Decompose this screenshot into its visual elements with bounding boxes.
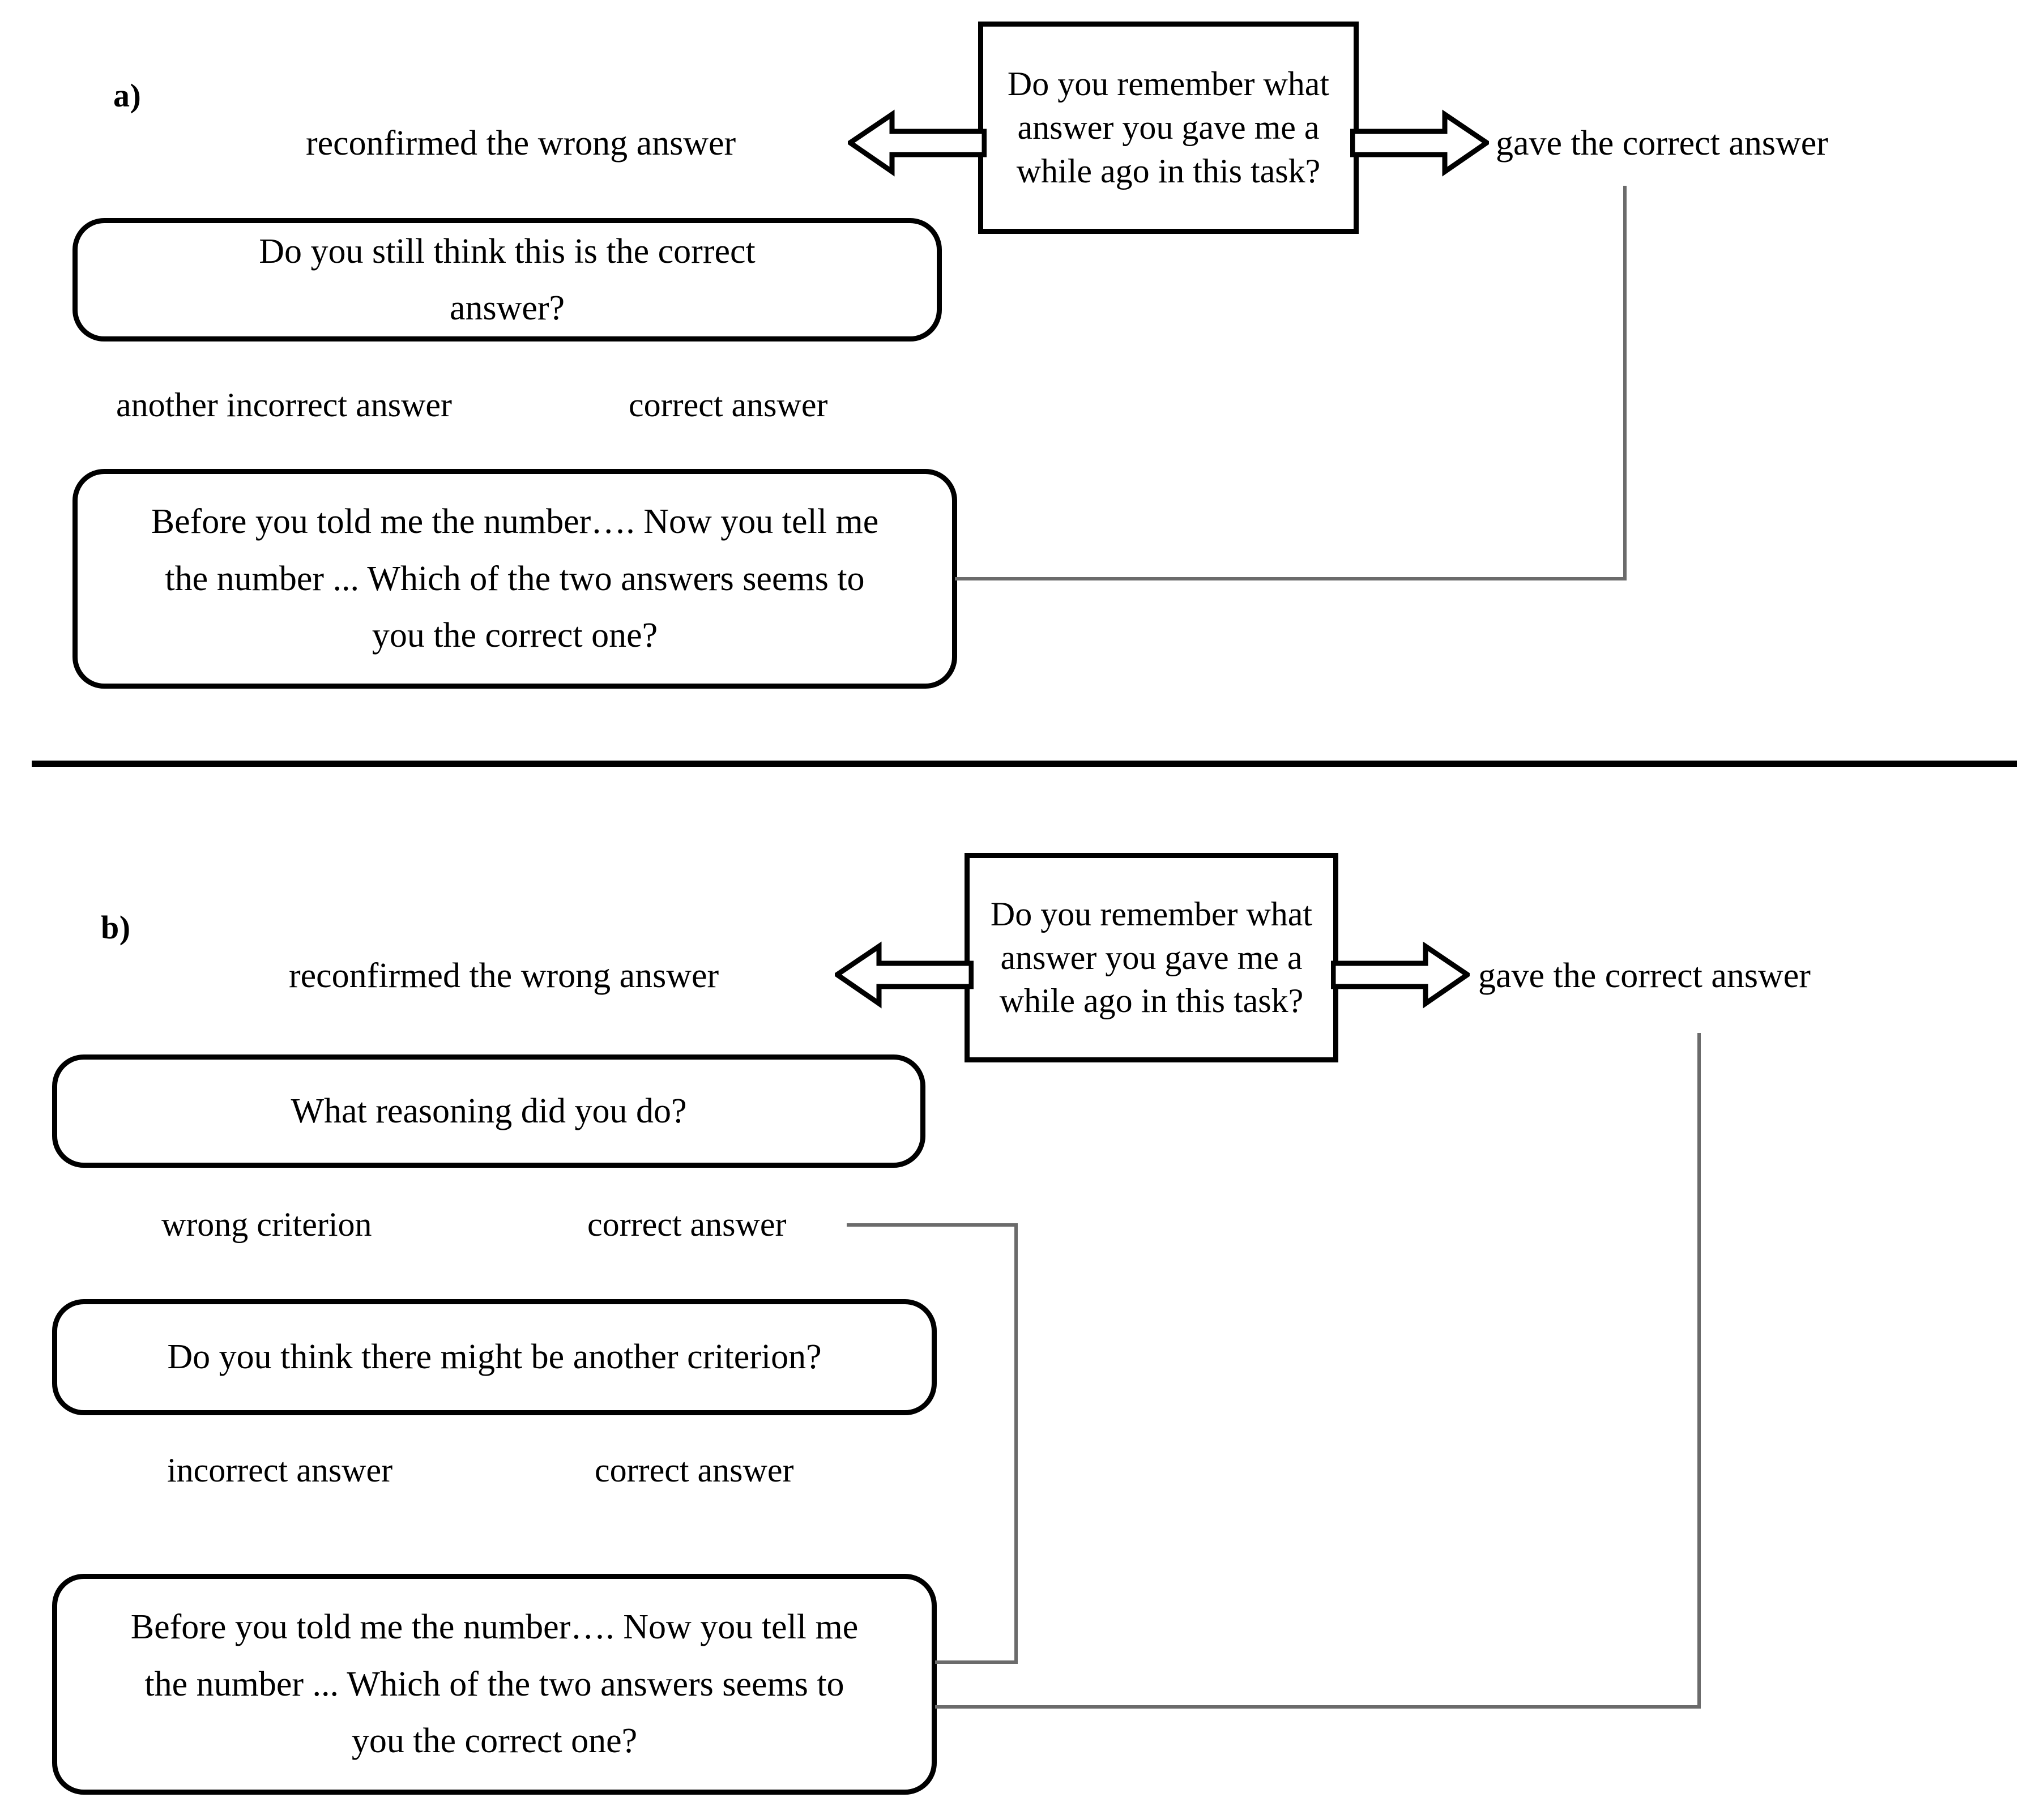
panel-b-branch-label-incorrect: incorrect answer: [167, 1451, 393, 1489]
panel-b-step-2-text: Do you think there might be another crit…: [167, 1338, 822, 1377]
left-block-arrow-icon: [835, 941, 974, 1009]
panel-a-branch-label-incorrect: another incorrect answer: [116, 386, 453, 424]
panel-b-connector-b-vertical: [1697, 1033, 1701, 1708]
panel-b-left-arrow: [835, 940, 974, 1010]
panel-a-connector-vertical: [1623, 186, 1627, 580]
panel-divider: [32, 761, 2017, 767]
panel-b-branch-label-correct-1: correct answer: [587, 1206, 787, 1243]
panel-b-branch-label-correct-2: correct answer: [595, 1451, 794, 1489]
panel-b-left-arrow-label: reconfirmed the wrong answer: [289, 957, 719, 995]
panel-b-connector-a-vertical: [1014, 1223, 1018, 1663]
panel-b-step-1-text: What reasoning did you do?: [291, 1091, 687, 1130]
panel-a-step-2-box: Before you told me the number…. Now you …: [72, 469, 957, 689]
panel-b-branch-label-wrong-criterion: wrong criterion: [161, 1206, 372, 1243]
panel-b-connector-a-horizontal-bottom: [935, 1660, 1018, 1664]
panel-a-prompt-box: Do you remember what answer you gave me …: [978, 22, 1359, 234]
panel-b-connector-b-horizontal: [935, 1705, 1701, 1709]
panel-b-step-2-box: Do you think there might be another crit…: [52, 1299, 937, 1415]
panel-b-prompt-text: Do you remember what answer you gave me …: [990, 895, 1313, 1020]
panel-b-right-arrow-label: gave the correct answer: [1478, 957, 1811, 995]
panel-b-label: b): [101, 909, 131, 946]
panel-a-right-arrow-label: gave the correct answer: [1496, 124, 1828, 163]
panel-a-connector-horizontal: [955, 577, 1627, 580]
panel-a-step-2-text: Before you told me the number…. Now you …: [151, 502, 879, 655]
panel-a-right-arrow: [1350, 108, 1489, 178]
panel-a-left-arrow-label: reconfirmed the wrong answer: [306, 124, 736, 163]
panel-b-step-1-box: What reasoning did you do?: [52, 1054, 925, 1168]
panel-a-prompt-text: Do you remember what answer you gave me …: [1007, 65, 1330, 190]
panel-a-step-1-box: Do you still think this is the correct a…: [72, 218, 942, 341]
panel-a-label: a): [113, 77, 142, 114]
panel-a-branch-label-correct: correct answer: [629, 386, 828, 424]
panel-a: a) Do you remember what answer you gave …: [0, 0, 2044, 763]
panel-b-step-3-text: Before you told me the number…. Now you …: [130, 1608, 859, 1761]
right-block-arrow-icon: [1331, 941, 1470, 1009]
panel-a-step-1-text: Do you still think this is the correct a…: [259, 232, 756, 327]
left-block-arrow-icon: [848, 109, 987, 177]
panel-b-step-3-box: Before you told me the number…. Now you …: [52, 1574, 937, 1795]
panel-b: b) Do you remember what answer you gave …: [0, 767, 2044, 1806]
right-block-arrow-icon: [1350, 109, 1489, 177]
panel-b-prompt-box: Do you remember what answer you gave me …: [965, 853, 1338, 1062]
panel-b-connector-a-horizontal-top: [847, 1223, 1017, 1227]
panel-a-left-arrow: [848, 108, 987, 178]
panel-b-right-arrow: [1331, 940, 1470, 1010]
